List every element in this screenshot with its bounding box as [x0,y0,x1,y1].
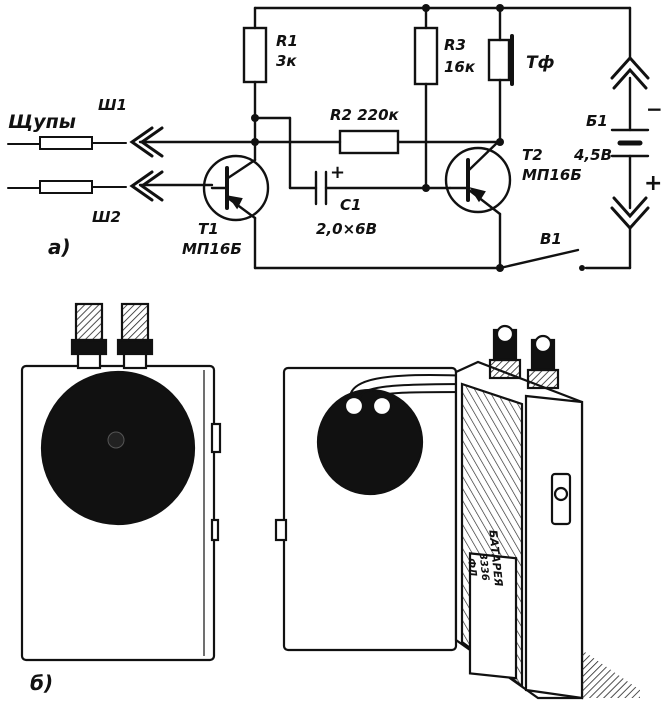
transistor-t2 [444,146,512,214]
label-r3-value: 16к [444,58,476,76]
switch-v1 [498,248,580,270]
label-v1: В1 [540,230,562,248]
label-b1-name: Б1 [586,112,608,130]
junction-dot [251,138,259,146]
device-closed [20,302,222,662]
battery-label: БАТАРЕЯ 3336 ФЛ [465,529,505,588]
junction-dot [579,265,585,271]
lid-speaker [316,388,424,496]
junction-dot [496,138,504,146]
probe2-body [39,180,93,194]
label-b1-minus: − [646,97,663,121]
headphone-tf [487,38,511,82]
label-r3-name: R3 [444,36,466,54]
junction-dot [422,184,430,192]
label-c1-name: C1 [340,196,361,214]
terminal-body-left [488,324,522,380]
label-c1-plus: + [330,162,345,183]
label-r2: R2 220к [330,106,400,124]
body-switch-knob [553,486,569,502]
label-b1-plus: + [644,171,662,196]
device-open [274,324,640,700]
case-body-front [524,394,584,700]
battery-connector-bottom [610,206,650,231]
label-sh2: Ш2 [92,208,121,226]
label-tf: Тф [526,53,555,73]
label-probes: Щупы [8,111,76,133]
resistor-r1 [242,26,268,84]
label-panel-a: а) [48,235,71,259]
terminal-right [116,302,154,370]
socket-sh2b [139,170,164,202]
label-r1-value: 3к [276,52,297,70]
terminal-left [70,302,108,370]
transistor-t1 [202,154,270,222]
battery-text-2: 3336 [477,552,491,581]
label-r1-name: R1 [276,32,298,50]
terminal-body-right [526,334,560,390]
t1-emitter-arrow [227,195,243,210]
socket-sh2 [129,170,154,202]
battery-pack [468,552,518,680]
t2-collector [467,138,502,172]
label-t2-type: МП16Б [522,166,582,184]
resistor-r2 [338,129,400,155]
t2-emitter-arrow [469,187,486,203]
label-t2-name: T2 [522,146,543,164]
label-t1-name: T1 [198,220,219,238]
battery-connector-top [610,55,650,80]
probe1-body [39,136,93,150]
lid-hinge [274,518,288,542]
label-panel-b: б) [30,671,53,695]
speaker-lug-1 [343,395,365,417]
schematic-diagram [7,4,650,272]
junction-dot [496,4,504,12]
speaker-lug-2 [371,395,393,417]
battery-text-1: БАТАРЕЯ [486,529,505,588]
speaker-center [107,431,125,449]
label-t1-type: МП16Б [182,240,242,258]
junction-dot [496,264,504,272]
t1-collector [226,158,257,180]
side-tab [210,518,220,542]
socket-sh1 [129,126,154,158]
label-b1-value: 4,5В [573,146,612,164]
battery-text-3: ФЛ [465,558,478,578]
battery-connector-top2 [612,67,648,90]
side-switch [210,422,222,454]
battery-connector-bottom2 [612,196,648,219]
ground-shadow [582,650,640,698]
junction-dot [251,114,259,122]
speaker-wires [349,373,471,399]
socket-sh1b [139,126,164,158]
junction-dot [422,4,430,12]
resistor-r3 [413,26,439,86]
label-sh1: Ш1 [98,96,127,114]
label-c1-value: 2,0×6В [316,220,377,238]
